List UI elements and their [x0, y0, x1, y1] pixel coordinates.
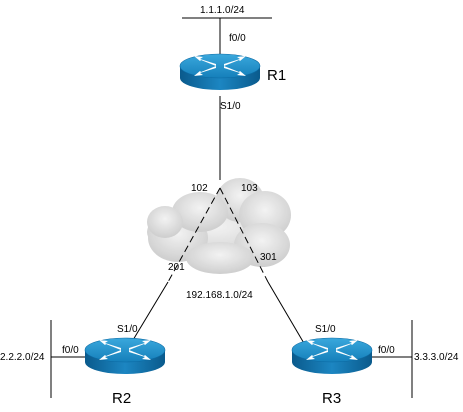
dlci-103-label: 103 — [241, 183, 258, 194]
router-r1-icon[interactable] — [179, 53, 261, 91]
r3-serial-interface-label: S1/0 — [315, 324, 336, 335]
r2-serial-link — [129, 281, 169, 346]
r2-serial-interface-label: S1/0 — [117, 324, 138, 335]
r2-lan-network-label: 2.2.2.0/24 — [0, 352, 45, 363]
dlci-102-label: 102 — [191, 183, 208, 194]
r3-name-label: R3 — [322, 390, 341, 407]
frame-relay-cloud — [147, 178, 291, 274]
r3-lan-network-label: 3.3.3.0/24 — [414, 352, 459, 363]
dlci-201-label: 201 — [168, 262, 185, 273]
r2-lan-interface-label: f0/0 — [62, 345, 79, 356]
r3-lan-interface-label: f0/0 — [378, 345, 395, 356]
router-r2-icon[interactable] — [84, 337, 166, 375]
dlci-301-label: 301 — [260, 252, 277, 263]
r1-lan-interface-label: f0/0 — [229, 33, 246, 44]
frame-relay-network-label: 192.168.1.0/24 — [186, 290, 253, 301]
r1-lan-network-label: 1.1.1.0/24 — [200, 5, 245, 16]
r1-serial-interface-label: S1/0 — [220, 101, 241, 112]
pvc-r1-r3 — [219, 187, 269, 283]
r1-name-label: R1 — [267, 67, 286, 84]
r3-serial-link — [267, 281, 306, 346]
pvc-r1-r2 — [167, 187, 221, 283]
r2-name-label: R2 — [112, 390, 131, 407]
router-r3-icon[interactable] — [291, 337, 373, 375]
